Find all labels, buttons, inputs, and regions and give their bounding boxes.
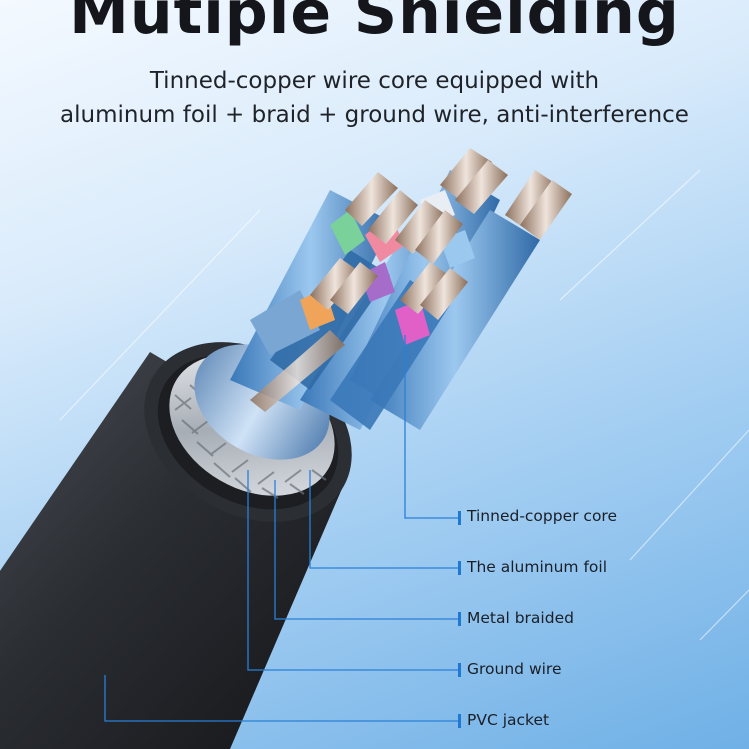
subtitle-line-2: aluminum foil + braid + ground wire, ant… xyxy=(60,102,689,128)
subtitle: Tinned-copper wire core equipped with al… xyxy=(0,64,749,132)
label-tinned-copper-core: Tinned-copper core xyxy=(467,507,618,525)
label-aluminum-foil: The aluminum foil xyxy=(467,558,608,576)
callout-tick xyxy=(458,511,461,525)
callout-tick xyxy=(458,714,461,728)
tinned-copper-strands xyxy=(250,148,572,412)
callout-leader-lines xyxy=(104,335,458,722)
label-ground-wire: Ground wire xyxy=(467,660,562,678)
background-light-streaks xyxy=(59,169,749,641)
subtitle-line-1: Tinned-copper wire core equipped with xyxy=(149,68,600,94)
label-pvc-jacket: PVC jacket xyxy=(467,711,550,729)
shielded-wire-pairs xyxy=(230,170,540,430)
callout-tick xyxy=(458,561,461,575)
label-metal-braided: Metal braided xyxy=(467,609,574,627)
page-title: Mutiple Shielding xyxy=(69,0,680,48)
callout-tick xyxy=(458,612,461,626)
callout-tick xyxy=(458,663,461,677)
